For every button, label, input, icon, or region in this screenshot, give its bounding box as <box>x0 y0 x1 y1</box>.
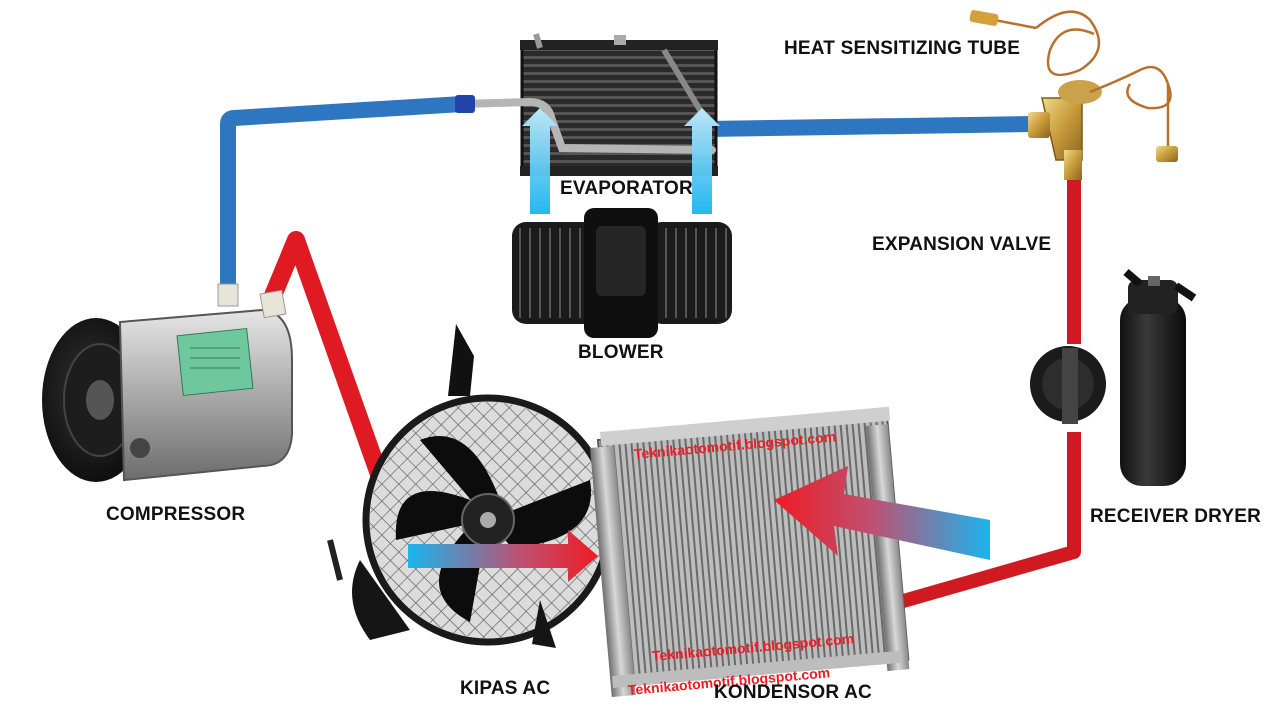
label-compressor: COMPRESSOR <box>106 504 246 525</box>
label-blower: BLOWER <box>578 342 664 363</box>
evaporator-airflow <box>522 108 720 214</box>
expansion-valve <box>1028 80 1102 180</box>
label-kipas-ac: KIPAS AC <box>460 678 551 699</box>
receiver-dryer <box>1120 268 1197 486</box>
blower <box>512 208 732 338</box>
heat-tube-bulb <box>969 10 999 26</box>
label-kondensor-ac: KONDENSOR AC <box>714 682 872 703</box>
compressor <box>42 283 293 482</box>
evaporator <box>455 33 718 176</box>
label-evaporator: EVAPORATOR <box>560 178 693 199</box>
condenser-airflow <box>408 466 990 582</box>
heat-tube-fitting <box>1156 146 1178 162</box>
label-receiver-dryer: RECEIVER DRYER <box>1090 506 1262 527</box>
sight-glass <box>1030 346 1106 424</box>
label-heat-sensitizing-tube: HEAT SENSITIZING TUBE <box>784 38 1021 59</box>
label-expansion-valve: EXPANSION VALVE <box>872 234 1052 255</box>
condenser-fan <box>327 324 614 648</box>
